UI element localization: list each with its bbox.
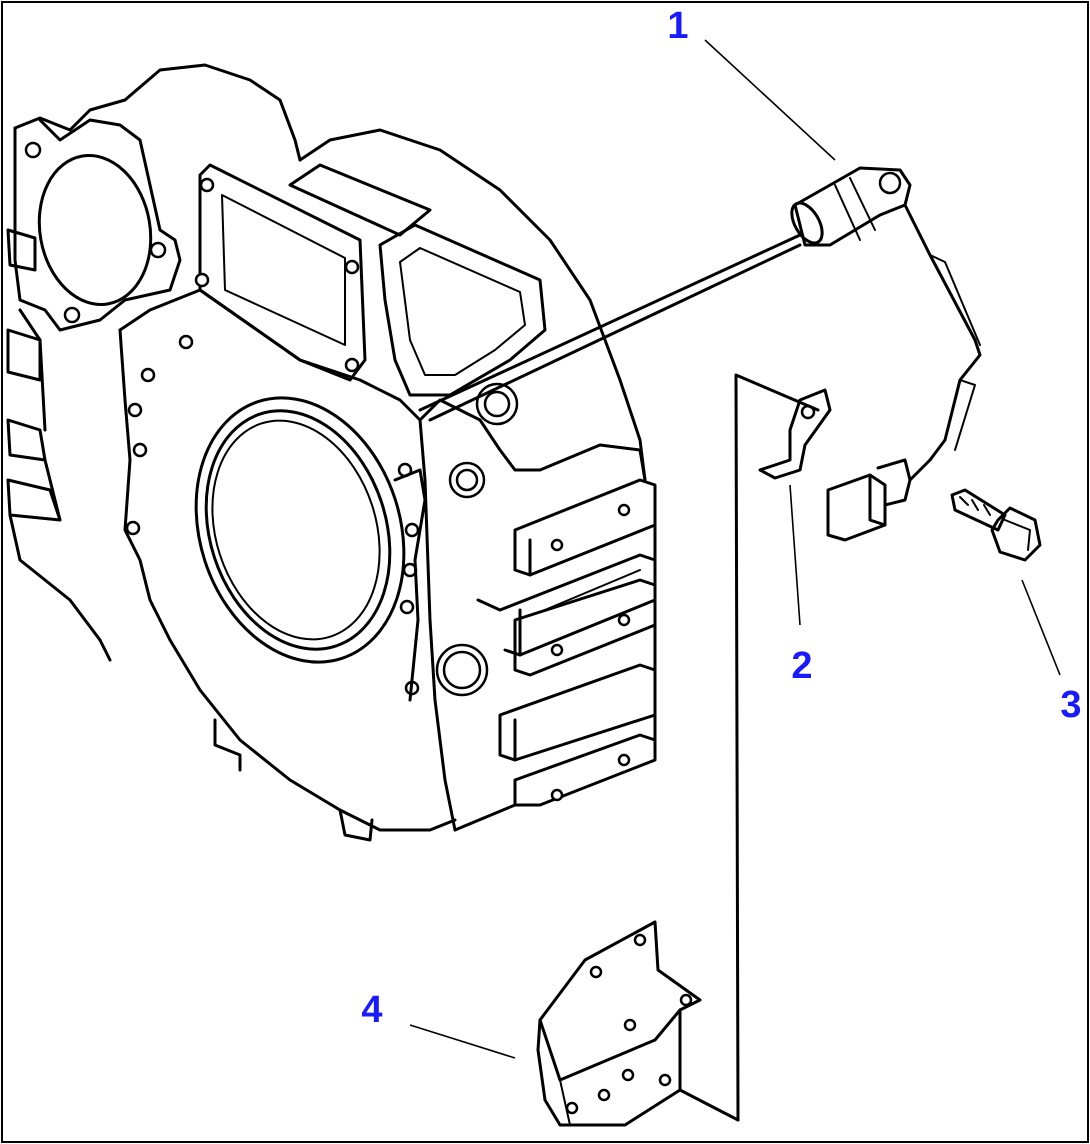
callout-1: 1 bbox=[667, 5, 688, 47]
flywheel-housing bbox=[6, 63, 657, 842]
callout-4: 4 bbox=[361, 989, 382, 1031]
callout-2: 2 bbox=[791, 645, 812, 687]
clip-part-2 bbox=[758, 388, 832, 480]
bracket-part-4 bbox=[536, 373, 820, 1127]
bolt-part-3 bbox=[950, 488, 1042, 562]
sensor-part-1 bbox=[418, 166, 982, 542]
callout-labels: 1 2 3 4 bbox=[361, 5, 1081, 1031]
leader-lines bbox=[409, 39, 1061, 1059]
callout-3: 3 bbox=[1060, 684, 1081, 726]
